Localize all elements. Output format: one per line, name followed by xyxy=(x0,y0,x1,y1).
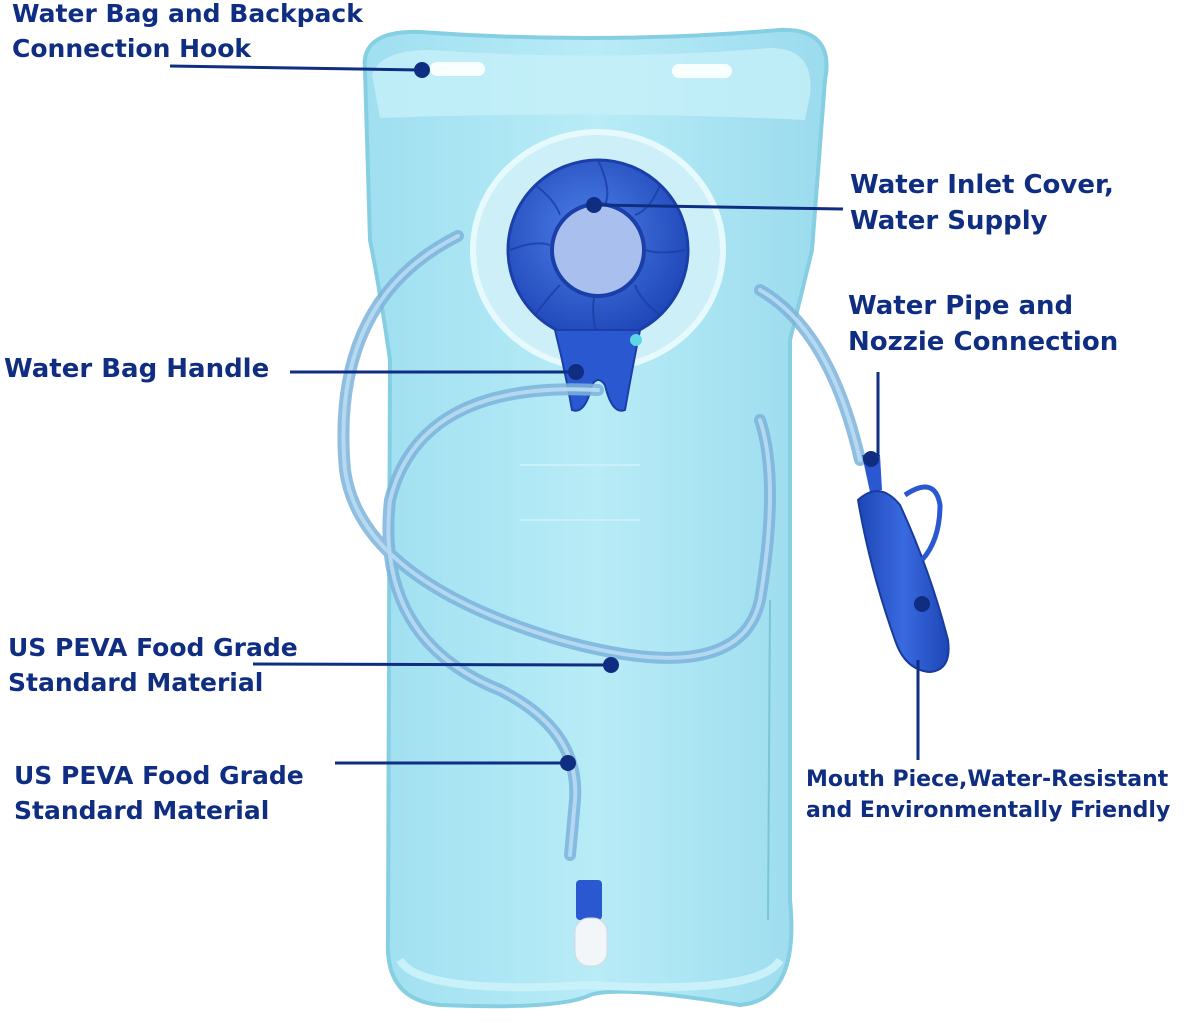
label-line: Nozzie Connection xyxy=(848,327,1119,357)
label-line: Standard Material xyxy=(14,796,270,825)
label-peva-material-bag: US PEVA Food Grade Standard Material xyxy=(8,630,298,700)
water-inlet-cap xyxy=(470,129,726,412)
label-connection-hook: Water Bag and Backpack Connection Hook xyxy=(12,0,363,66)
label-line: Mouth Piece,Water-Resistant xyxy=(806,767,1169,792)
label-mouth-piece: Mouth Piece,Water-Resistant and Environm… xyxy=(806,764,1170,826)
leader-lines xyxy=(169,62,930,771)
label-water-bag-handle: Water Bag Handle xyxy=(4,352,269,387)
label-line: US PEVA Food Grade xyxy=(8,633,298,662)
label-water-pipe-connection: Water Pipe and Nozzie Connection xyxy=(848,288,1118,360)
label-line: Standard Material xyxy=(8,668,264,697)
label-line: Water Inlet Cover, xyxy=(850,170,1114,200)
label-line: Water Bag and Backpack xyxy=(12,0,363,28)
tube-end-plug xyxy=(574,880,608,967)
label-line: US PEVA Food Grade xyxy=(14,761,304,790)
label-line: and Environmentally Friendly xyxy=(806,798,1171,823)
label-peva-material-tube: US PEVA Food Grade Standard Material xyxy=(14,758,304,828)
label-line: Water Pipe and xyxy=(848,291,1074,321)
label-line: Connection Hook xyxy=(12,34,251,63)
drinking-tube xyxy=(337,230,866,861)
label-line: Water Bag Handle xyxy=(4,354,270,384)
label-water-inlet-cover: Water Inlet Cover, Water Supply xyxy=(850,167,1114,239)
label-line: Water Supply xyxy=(850,206,1048,236)
mouthpiece xyxy=(856,455,950,674)
